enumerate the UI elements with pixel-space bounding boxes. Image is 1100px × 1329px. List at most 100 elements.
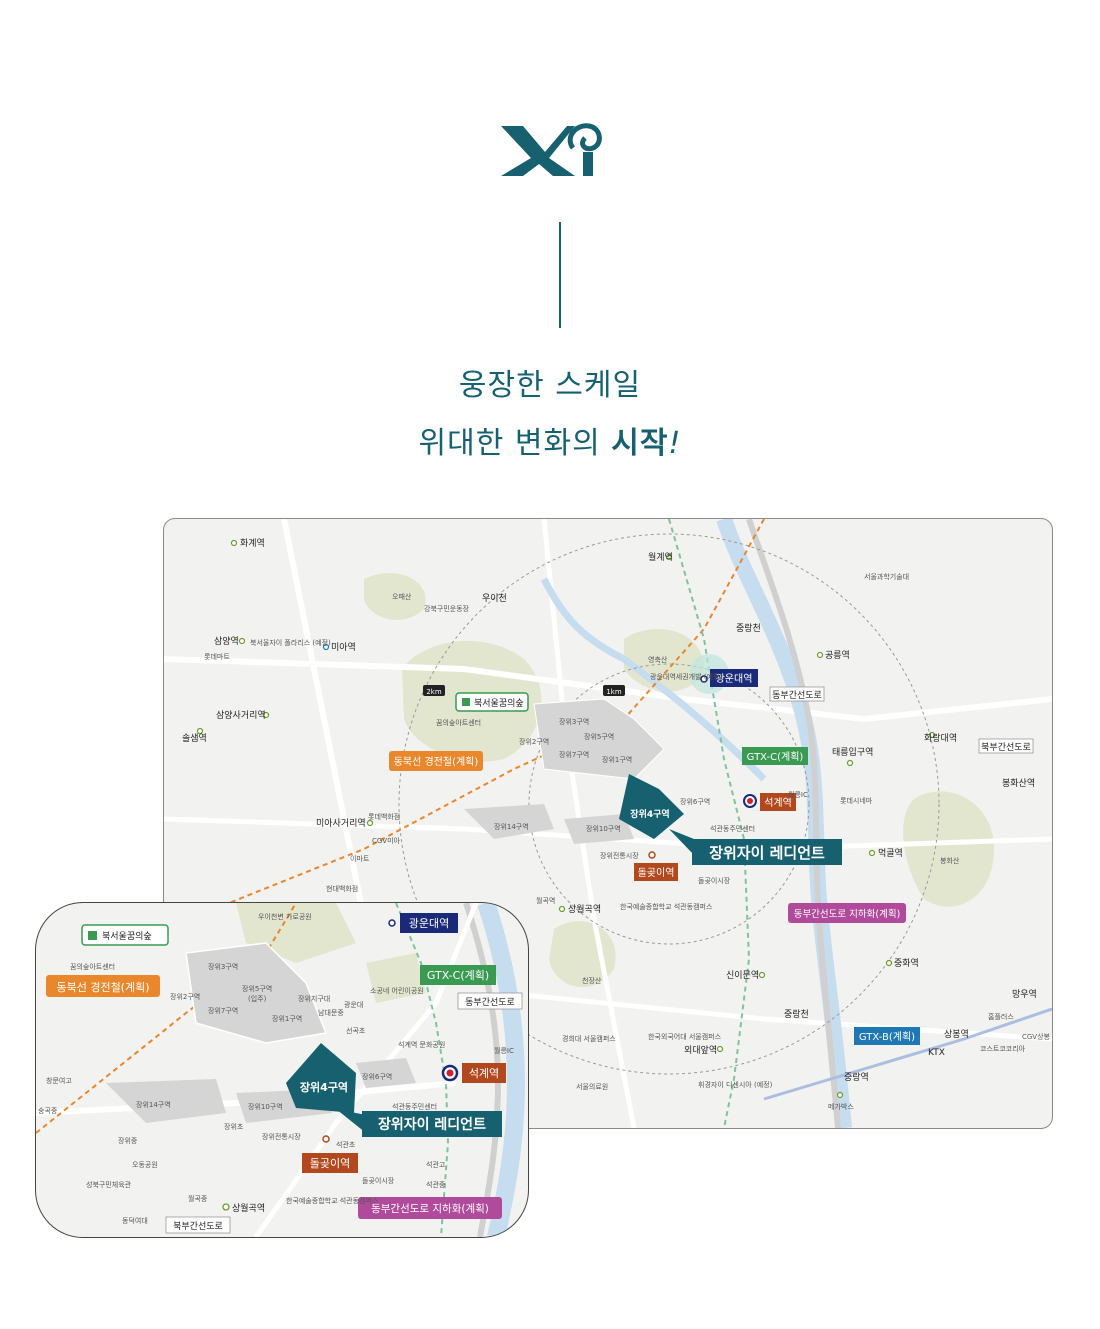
inset-callout-site: 장위자이 레디언트 xyxy=(336,1109,502,1137)
district-jangwi4 xyxy=(619,774,684,839)
radius-ring-1km xyxy=(528,663,810,945)
inset-place-jangwi-cho: 장위초 xyxy=(224,1122,244,1131)
big-label-d7: 장위7구역 xyxy=(559,750,589,759)
place-dolgoji-market: 돌곶이시장 xyxy=(698,876,731,885)
big-label-d6: 장위6구역 xyxy=(680,797,710,806)
inset-callout-site-text: 장위자이 레디언트 xyxy=(378,1116,486,1133)
place-wolgye-ic: 월릉IC xyxy=(788,790,808,799)
station-samyang-sageori: 삼양사거리역 xyxy=(216,710,266,721)
place-hufs: 한국외국어대 서울캠퍼스 xyxy=(648,1032,722,1041)
river-jungnangcheon xyxy=(716,519,852,1128)
inset-label-d6: 장위6구역 xyxy=(362,1072,392,1081)
station-jungnang: 중랑역 xyxy=(844,1071,869,1083)
callout-gtx-c: GTX-C(계획) xyxy=(742,747,808,765)
place-emart: 이마트 xyxy=(350,854,370,863)
station-oedae: 외대앞역 xyxy=(684,1044,717,1056)
place-seoultech: 서울과학기술대 xyxy=(864,572,909,581)
inset-label-jangwi4: 장위4구역 xyxy=(300,1080,348,1094)
station-meokgol: 먹골역 xyxy=(878,848,903,859)
place-dreamsforest-art: 꿈의숲아트센터 xyxy=(436,718,481,727)
inset-callout-gtx-c-text: GTX-C(계획) xyxy=(427,969,489,982)
big-label-d14: 장위14구역 xyxy=(494,822,529,831)
big-label-jangwi4: 장위4구역 xyxy=(630,808,669,820)
station-wolgok: 월곡역 xyxy=(536,896,555,905)
vertical-divider xyxy=(559,222,561,328)
inset-label-d7: 장위7구역 xyxy=(208,1006,238,1015)
inset-place-sangwolgok: 상월곡역 xyxy=(232,1202,265,1214)
place-cheonjangsan: 천장산 xyxy=(582,976,602,985)
place-yeongchuksan: 영축산 xyxy=(648,655,668,664)
place-xi-center: 휘경자이 디센시아 (예정) xyxy=(698,1080,773,1089)
station-hwagye: 화계역 xyxy=(240,537,265,549)
label-bukbu-road-text: 북부간선도로 xyxy=(981,742,1031,753)
inset-place-dolgoji-market: 돌곶이시장 xyxy=(362,1176,395,1185)
line-gtx-b xyxy=(763,1007,1052,1101)
inset-place-sunggok: 숭곡중 xyxy=(38,1107,58,1115)
inset-road-1 xyxy=(36,1080,457,1116)
station-gongneung: 공릉역 xyxy=(825,650,850,661)
inset-district-jangwi4 xyxy=(286,1043,356,1113)
inset-label-dongbu-road-text: 동부간선도로 xyxy=(465,997,515,1008)
callout-site-text: 장위자이 레디언트 xyxy=(709,844,825,862)
radius-ring-2km xyxy=(398,533,940,1075)
xi-logo-x xyxy=(501,126,575,176)
inset-place-seokgye-park: 석계역 문화공원 xyxy=(398,1040,445,1049)
big-label-d5: 장위5구역 xyxy=(584,732,614,741)
place-costco: 코스트코코리아 xyxy=(980,1044,1026,1053)
inset-place-changmun: 창문여고 xyxy=(46,1076,72,1085)
inset-place-wolgye-ic: 월릉IC xyxy=(494,1046,514,1055)
callout-bukseoul-text: 북서울꿈의숲 xyxy=(474,698,524,709)
expressway-dongbu xyxy=(746,519,841,1128)
station-sinimun: 신이문역 xyxy=(726,970,759,981)
line-gtx-c xyxy=(668,519,751,1128)
place-hospital: 서울의료원 xyxy=(576,1082,608,1091)
callout-dongbu-tunnel: 동부간선도로 지하화(계획) xyxy=(788,903,906,923)
callout-gwangun-text: 광운대역 xyxy=(716,673,753,685)
district-block-10 xyxy=(564,814,634,844)
ring-label-2km: 2km xyxy=(426,688,442,696)
headline-line-1: 웅장한 스케일 xyxy=(458,368,642,403)
big-label-d10: 장위10구역 xyxy=(586,824,621,833)
callout-gtx-c-text: GTX-C(계획) xyxy=(747,751,804,763)
callout-seokgye: 석계역 xyxy=(743,793,796,811)
headline-line-2-suffix: ! xyxy=(668,426,682,461)
callout-dongbuk: 동북선 경전철(계획) xyxy=(389,751,483,771)
inset-place-dongduk: 동덕여대 xyxy=(122,1216,148,1225)
ring-label-2km-box xyxy=(423,685,445,696)
callout-gtx-b-text: GTX-B(계획) xyxy=(859,1031,915,1043)
station-sangbong: 상봉역 xyxy=(944,1029,969,1040)
station-sangwolgok: 상월곡역 xyxy=(568,903,601,915)
place-ktx: KTX xyxy=(928,1048,945,1058)
place-gangbuk-sports: 강북구민운동장 xyxy=(424,604,470,613)
inset-place-odong-park: 오동공원 xyxy=(132,1160,158,1169)
inset-label-d10: 장위10구역 xyxy=(248,1102,283,1111)
inset-callout-gtx-c: GTX-C(계획) xyxy=(420,965,496,985)
inset-line-gtx-c xyxy=(395,903,450,1237)
inset-place-namdae: 남대문중 xyxy=(318,1008,344,1017)
inset-place-seongbuk-sports: 성북구민체육관 xyxy=(86,1180,132,1189)
place-lotte-cinema: 롯데시네마 xyxy=(840,796,873,805)
place-megabox: 메가박스 xyxy=(828,1102,854,1111)
inset-station-sangwolgok-marker xyxy=(222,1203,230,1211)
callout-bukseoul: 북서울꿈의숲 xyxy=(455,692,529,712)
inset-place-seokgwan-center: 석관동주민센터 xyxy=(392,1102,437,1111)
place-homeplus: 홈플러스 xyxy=(988,1012,1014,1021)
label-dongbu-road: 동부간선도로 xyxy=(769,686,825,702)
inset-label-dongbu-road: 동부간선도로 xyxy=(457,992,523,1010)
station-junghwa: 중화역 xyxy=(894,958,919,969)
station-marker-miya xyxy=(322,643,330,651)
place-hyundai: 현대백화점 xyxy=(326,884,358,893)
inset-place-jangwi-jung: 장위중 xyxy=(118,1136,138,1145)
station-samyang: 삼양역 xyxy=(214,636,239,647)
district-block-14 xyxy=(464,804,554,839)
inset-callout-dolgoji: 돌곶이역 xyxy=(302,1135,358,1173)
station-mangu: 망우역 xyxy=(1012,989,1037,1000)
inset-label-bukbu-road-text: 북부간선도로 xyxy=(173,1221,223,1232)
inset-place-kids-park: 소공네 어린이공원 xyxy=(370,986,424,995)
inset-callout-dolgoji-text: 돌곶이역 xyxy=(310,1157,350,1170)
headline-line-2-prefix: 위대한 변화의 xyxy=(418,426,612,461)
callout-seokgye-text: 석계역 xyxy=(764,797,792,809)
inset-callout-gwangun: 광운대역 xyxy=(388,913,458,933)
inset-callout-dongbu-tunnel: 동부간선도로 지하화(계획) xyxy=(358,1197,502,1219)
inset-place-seokgwan-cho2: 석관초 xyxy=(336,1140,356,1149)
